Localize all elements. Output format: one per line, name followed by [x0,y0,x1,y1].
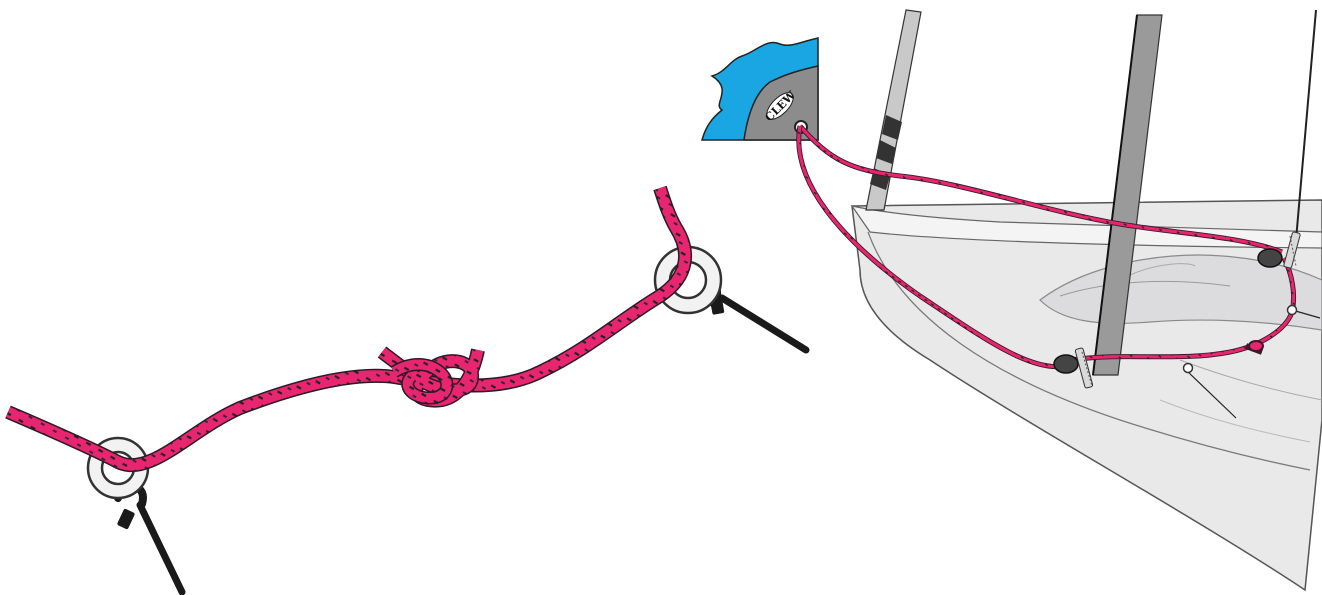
boat-scene-group: CLEW [702,10,1322,590]
rope [8,188,685,465]
figure-eight-knot-icon [382,350,478,401]
boat-hull-icon [852,200,1322,590]
figure-eight-knot-icon [1249,341,1263,351]
hook-icon [117,486,182,592]
sail-clew-icon: CLEW [702,38,818,140]
rope-detail-group [8,188,806,592]
